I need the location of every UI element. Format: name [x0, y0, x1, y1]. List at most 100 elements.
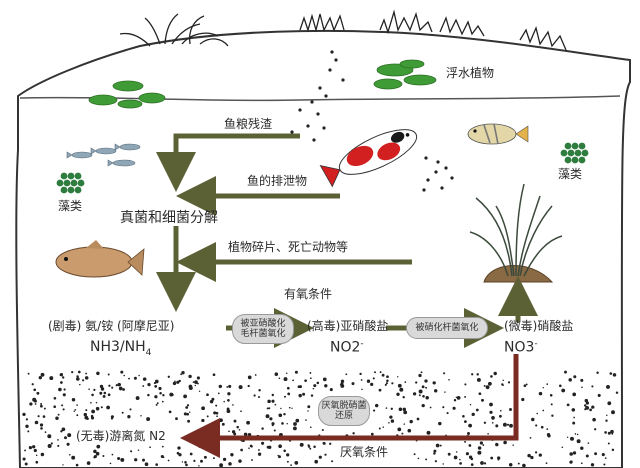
sediment-dot: [479, 441, 483, 445]
sediment-dot: [447, 452, 451, 456]
sediment-dot: [305, 419, 307, 421]
label-ammonia: (剧毒) 氨/铵 (阿摩尼亚): [48, 319, 175, 333]
formula-nitrite: NO2-: [330, 340, 364, 355]
sediment-dot: [287, 392, 291, 396]
sediment-dot: [546, 428, 549, 430]
sediment-dot: [416, 417, 420, 421]
sediment-dot: [147, 393, 150, 397]
sediment-dot: [31, 383, 34, 386]
sediment-dot: [421, 385, 425, 389]
sediment-dot: [566, 436, 569, 439]
sediment-dot: [429, 406, 432, 409]
sediment-dot: [503, 440, 507, 445]
formula-nitrate: NO3-: [504, 340, 538, 355]
sediment-dot: [493, 371, 497, 376]
sediment-dot: [283, 377, 288, 382]
sediment-dot: [50, 442, 53, 445]
sediment-dot: [385, 407, 388, 409]
sediment-dot: [34, 403, 37, 405]
sediment-dot: [309, 371, 312, 374]
sediment-dot: [443, 372, 446, 375]
sediment-dot: [154, 395, 158, 399]
sediment-dot: [236, 425, 239, 429]
sediment-dot: [442, 463, 444, 465]
sediment-dot: [604, 457, 607, 459]
sediment-dot: [99, 391, 103, 395]
sediment-dot: [35, 460, 39, 464]
sediment-dot: [318, 455, 322, 459]
sediment-dot: [502, 379, 504, 382]
sediment-dot: [93, 456, 96, 459]
sediment-dot: [385, 382, 388, 385]
carp-fish-icon: [55, 240, 145, 278]
sediment-dot: [281, 422, 284, 425]
sediment-dot: [604, 431, 607, 434]
label-aerobic: 有氧条件: [284, 287, 333, 301]
sediment-dot: [278, 444, 282, 449]
sediment-dot: [76, 414, 79, 417]
sediment-dot: [462, 415, 465, 418]
sediment-dot: [402, 396, 405, 399]
sediment-dot: [24, 449, 27, 452]
sediment-dot: [274, 403, 277, 406]
sediment-dot: [286, 422, 288, 425]
sediment-dot: [95, 406, 100, 411]
sediment-dot: [309, 426, 312, 429]
sediment-dot: [55, 416, 59, 420]
sediment-dot: [257, 395, 261, 399]
sediment-dot: [432, 381, 436, 385]
sediment-dot: [250, 445, 253, 448]
sediment-dot: [418, 389, 423, 394]
sediment-dot: [418, 373, 422, 378]
sediment-dot: [123, 374, 126, 377]
sediment-dot: [584, 408, 587, 411]
sediment-dot: [495, 442, 499, 447]
sediment-dot: [471, 412, 475, 417]
sediment-dot: [292, 379, 295, 382]
sediment-dot: [162, 394, 165, 397]
pill-denitrify: 厌氧脱硝菌 还原: [318, 396, 370, 426]
sediment-dot: [39, 423, 44, 427]
sediment-dot: [22, 412, 26, 417]
sediment-dot: [278, 377, 281, 380]
sediment-dot: [506, 423, 510, 426]
sediment-dot: [174, 380, 176, 383]
sediment-dot: [298, 393, 302, 398]
sediment-dot: [490, 375, 493, 378]
sediment-dot: [594, 452, 598, 456]
sediment-dot: [478, 392, 482, 396]
sediment-dot: [570, 436, 574, 441]
sediment-dot: [527, 453, 531, 458]
sediment-dot: [202, 441, 205, 445]
sediment-dot: [421, 403, 425, 408]
sediment-dot: [197, 382, 199, 385]
sediment-dot: [459, 458, 461, 461]
sediment-dot: [64, 436, 67, 440]
sediment-dot: [546, 383, 549, 385]
sediment-dot: [611, 448, 615, 452]
sediment-dot: [187, 419, 191, 423]
sediment-dot: [27, 430, 30, 433]
sediment-dot: [446, 412, 449, 415]
sediment-dot: [261, 441, 265, 445]
sediment-dot: [477, 446, 482, 450]
sediment-dot: [175, 417, 178, 421]
sediment-dot: [397, 427, 402, 432]
sediment-dot: [193, 459, 196, 463]
sediment-dot: [313, 445, 316, 449]
sediment-dot: [68, 453, 71, 456]
sediment-dot: [391, 382, 394, 385]
bubbles: [422, 156, 454, 192]
sediment-dot: [186, 404, 190, 407]
sediment-dot: [379, 371, 382, 374]
sediment-dot: [402, 407, 407, 412]
sediment-dot: [226, 407, 230, 411]
sediment-dot: [302, 392, 306, 396]
sediment-dot: [329, 442, 332, 445]
sediment-dot: [611, 433, 614, 435]
sediment-dot: [491, 421, 494, 424]
sediment-dot: [293, 422, 297, 426]
sediment-dot: [545, 462, 548, 464]
sediment-dot: [525, 383, 528, 386]
